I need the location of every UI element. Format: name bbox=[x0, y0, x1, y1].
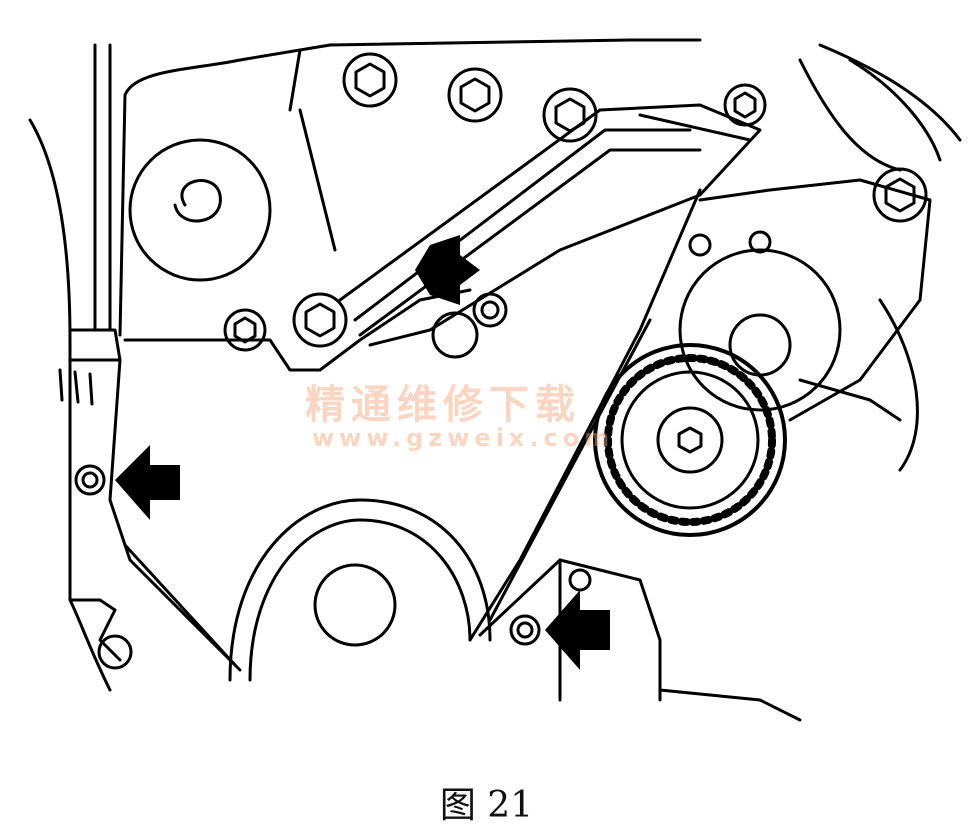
bolt-top-left bbox=[342, 52, 398, 108]
boss-center bbox=[431, 311, 479, 359]
watermark-url: www.gzweix.com bbox=[312, 424, 615, 452]
arrow-left bbox=[115, 445, 180, 520]
bolt-bottom-arrow bbox=[509, 614, 541, 646]
bolt-top-right bbox=[542, 87, 598, 143]
bolt-lower-left bbox=[223, 308, 267, 352]
arrow-right bbox=[545, 590, 610, 670]
bolt-left-arrow bbox=[74, 464, 106, 496]
engine-timing-cover-diagram bbox=[28, 38, 962, 722]
diagonal-bracket bbox=[338, 103, 762, 347]
figure-caption: 图 21 bbox=[439, 785, 534, 826]
arrow-upper bbox=[415, 235, 480, 305]
bolt-far-top-right bbox=[723, 83, 767, 127]
bolt-right bbox=[872, 167, 928, 223]
crankshaft-pulley bbox=[228, 498, 492, 682]
engine-block-left bbox=[28, 43, 133, 692]
right-housing bbox=[558, 43, 962, 722]
bolts bbox=[74, 52, 928, 646]
upper-cover bbox=[118, 38, 702, 372]
tensioner-assembly bbox=[593, 178, 932, 537]
watermark-text: 精通维修下载 bbox=[305, 382, 581, 428]
bolt-mid-left bbox=[292, 292, 348, 348]
bolt-center-arrow bbox=[472, 292, 508, 328]
bolt-top-mid bbox=[447, 67, 503, 123]
